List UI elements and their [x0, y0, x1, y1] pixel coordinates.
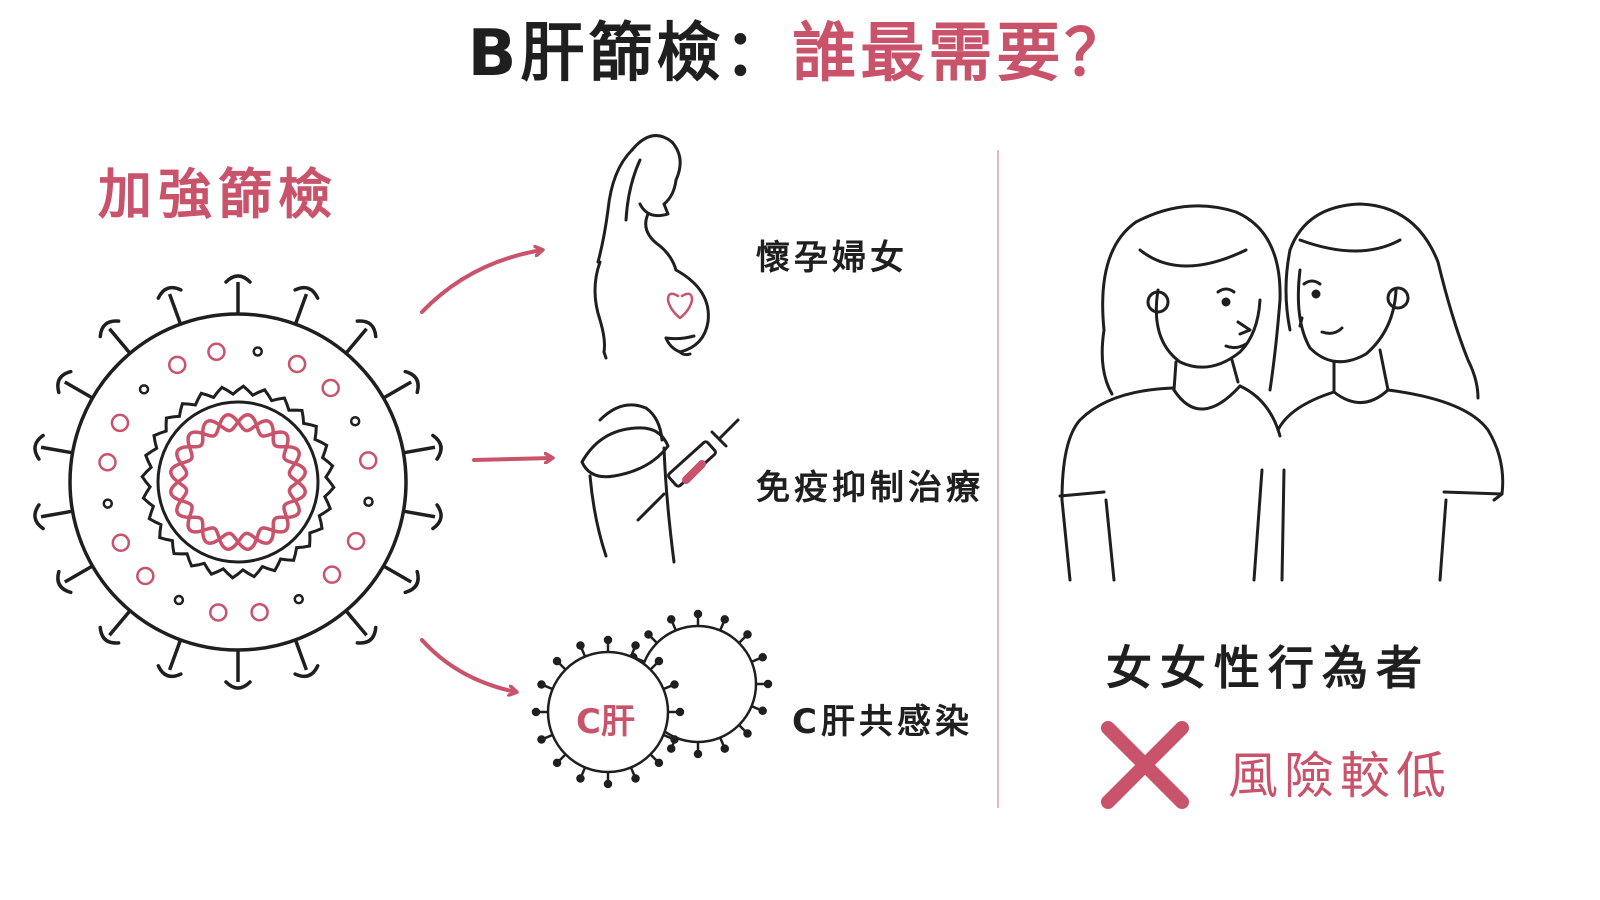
arrow-to-hcv [420, 638, 516, 692]
group-label-immunosuppression: 免疫抑制治療 [756, 468, 984, 508]
hepatitis-b-virus-icon [33, 274, 443, 690]
injection-arm-icon [580, 403, 740, 564]
group-label-pregnant: 懷孕婦女 [756, 238, 908, 278]
arrow-to-immunosuppression [472, 458, 552, 460]
group-label-wsw: 女女性行為者 [1106, 641, 1430, 695]
risk-label: 風險較低 [1228, 747, 1452, 805]
page-title: B肝篩檢：誰最需要？ [0, 14, 1600, 94]
two-women-icon [1058, 202, 1505, 582]
arrow-to-pregnant [420, 250, 542, 314]
cross-mark-icon [1101, 721, 1189, 809]
hcv-virus-label: C肝 [576, 702, 635, 742]
hepatitis-c-virus-icon [531, 609, 773, 789]
section-heading-enhanced-screening: 加強篩檢 [98, 163, 338, 226]
title-main: B肝篩檢： [467, 17, 793, 91]
pregnant-woman-icon [593, 134, 710, 360]
title-accent: 誰最需要？ [792, 17, 1133, 91]
group-label-hcv: C肝共感染 [792, 702, 973, 742]
